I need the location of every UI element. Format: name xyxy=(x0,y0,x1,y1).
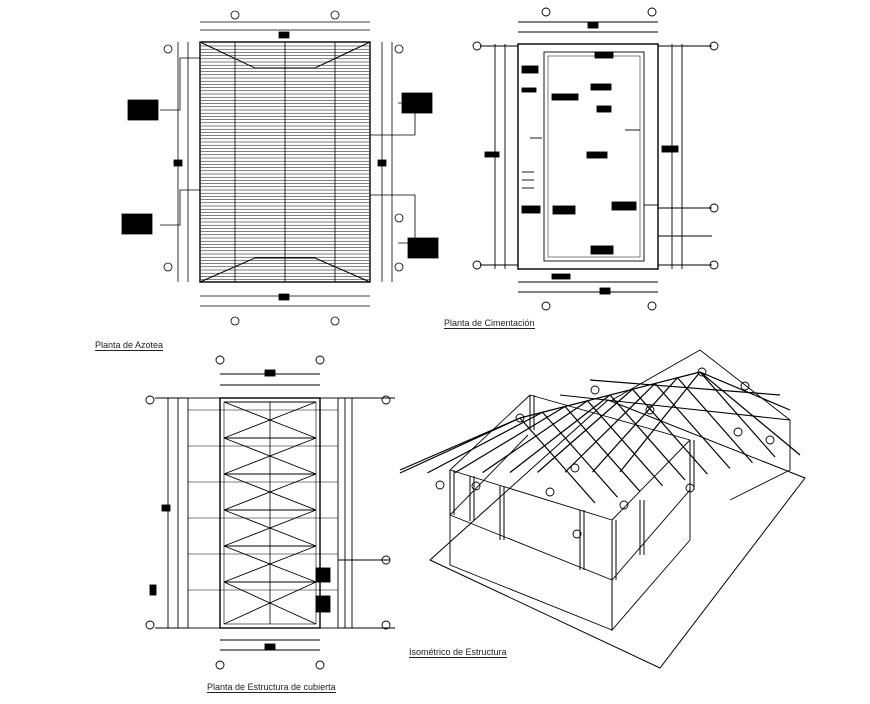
roof-structure-plan xyxy=(145,355,395,670)
roof-rafters xyxy=(399,371,801,504)
foundation-plan-caption: Planta de Cimentación xyxy=(444,318,535,329)
roof-plan xyxy=(121,10,439,326)
structure-columns xyxy=(449,395,695,580)
foundation-plan xyxy=(472,7,719,311)
isometric-structure xyxy=(399,349,806,669)
roof-plan-caption: Planta de Azotea xyxy=(95,340,164,351)
isometric-caption: Isométrico de Estructura xyxy=(409,647,507,658)
roof-purlins xyxy=(188,409,338,591)
roof-structure-plan-caption: Planta de Estructura de cubierta xyxy=(207,682,336,693)
truss-diagonals xyxy=(223,401,317,625)
